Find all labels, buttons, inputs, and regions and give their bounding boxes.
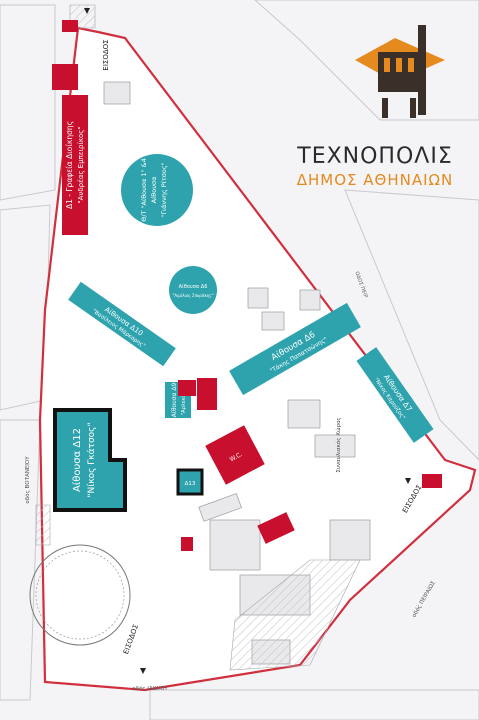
- street-bottom-label: οδός ΙΑΚΧΟΥ: [132, 685, 168, 692]
- gasholder-logo-icon: [355, 25, 445, 118]
- gasholder-hall[interactable]: Θ/Τ "Αίθουσα 1" &4 Αίθουσα "Γιάννης Ρίτσ…: [121, 154, 193, 226]
- wc-building[interactable]: W.C.: [205, 425, 265, 485]
- gasholder-line1: Θ/Τ "Αίθουσα 1" &4: [140, 158, 148, 222]
- red-block-d9-side: [197, 378, 217, 410]
- red-block-right-entrance: [422, 474, 442, 488]
- entrance-top[interactable]: ΕΙΣΟΔΟΣ: [84, 8, 110, 71]
- gasholder-line2: Αίθουσα: [150, 177, 158, 204]
- minor-buildings: [103, 81, 371, 665]
- hatched-area-bottom-right: [229, 559, 361, 671]
- red-block-lower-left: [181, 537, 193, 551]
- brand-subtitle: ΔΗΜΟΣ ΑΘΗΝΑΙΩΝ: [296, 171, 454, 189]
- d6-small-line2: "Αιμίλιος Σπυράκης": [172, 293, 213, 298]
- hall-d13[interactable]: Δ13: [176, 468, 204, 496]
- d13-label: Δ13: [185, 481, 196, 487]
- street-mid-label: ΟΔΟΣ ΠΕΙΡ: [353, 271, 368, 299]
- d6-small-line1: Αίθουσα Δ6: [179, 283, 208, 290]
- d12-line2: "Νίκος Γκάτσος": [87, 422, 97, 497]
- entrance-arrow-icon: [140, 668, 146, 674]
- street-left-label: οδός ΒΟΤΑΝΕΙΟΥ: [24, 456, 31, 504]
- hall-d6-small[interactable]: Αίθουσα Δ6 "Αιμίλιος Σπυράκης": [169, 266, 217, 314]
- red-block-d9-mid: [178, 380, 196, 396]
- red-block-lower-mid: [257, 512, 295, 544]
- d12-line1: Αίθουσα Δ12: [71, 428, 83, 492]
- building-d1[interactable]: Δ1 - Γραφεία Διοίκησης "Ανδρέας Εμπειρίκ…: [62, 95, 88, 235]
- brand-block: ΤΕΧΝΟΠΟΛΙΣ ΔΗΜΟΣ ΑΘΗΝΑΙΩΝ: [280, 144, 470, 190]
- brand-title: ΤΕΧΝΟΠΟΛΙΣ: [297, 144, 453, 169]
- d9-line2: "Αρλεκίνος": [180, 385, 187, 415]
- entrance-top-label: ΕΙΣΟΔΟΣ: [102, 39, 110, 70]
- d1-title: Δ1 - Γραφεία Διοίκησης: [65, 121, 74, 209]
- d9-line1: Αίθουσα Δ9: [171, 383, 178, 418]
- entrance-arrow-icon: [405, 478, 411, 484]
- hall-d12[interactable]: Αίθουσα Δ12 "Νίκος Γκάτσος": [53, 408, 127, 512]
- d1-subtitle: "Ανδρέας Εμπειρίκος": [77, 126, 85, 203]
- hatched-area-left: [35, 504, 51, 546]
- entrance-arrow-icon: [84, 8, 90, 14]
- gasholder-line3: "Γιάννης Ρίτσος": [160, 162, 168, 217]
- street-right-label: οδός ΠΕΙΡΑΙΩΣ: [410, 579, 437, 618]
- red-block-top-2: [62, 20, 78, 32]
- red-block-top: [52, 64, 78, 90]
- courtyard-label: Συναυλιακός Χώρος: [335, 417, 342, 472]
- amphitheater: [29, 544, 131, 646]
